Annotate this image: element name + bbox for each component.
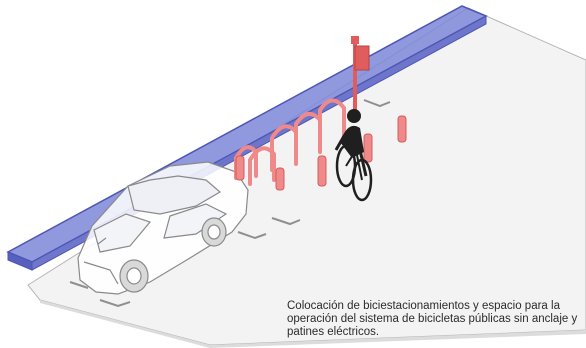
sidewalk-slab: [27, 7, 586, 346]
bike-racks: [234, 98, 346, 186]
bollards: [235, 115, 407, 191]
cyclist-icon: [334, 109, 373, 202]
sidewalk-edge: [40, 300, 586, 348]
bike-parking-sign-icon: [351, 36, 370, 116]
caption-line-3: patines eléctricos.: [287, 326, 380, 338]
car-icon: [77, 161, 249, 295]
bollard-2: [275, 167, 285, 191]
caption-line-2: operación del sistema de bicicletas públ…: [287, 313, 578, 325]
caption-line-1: Colocación de biciestacionamientos y esp…: [287, 300, 560, 312]
caption: Colocación de biciestacionamientos y esp…: [287, 300, 586, 339]
bollard-4: [363, 133, 373, 163]
bollard-3: [317, 155, 327, 187]
bike-rack-5: [318, 98, 346, 144]
bollard-1: [235, 155, 245, 181]
bollard-5: [397, 115, 407, 143]
